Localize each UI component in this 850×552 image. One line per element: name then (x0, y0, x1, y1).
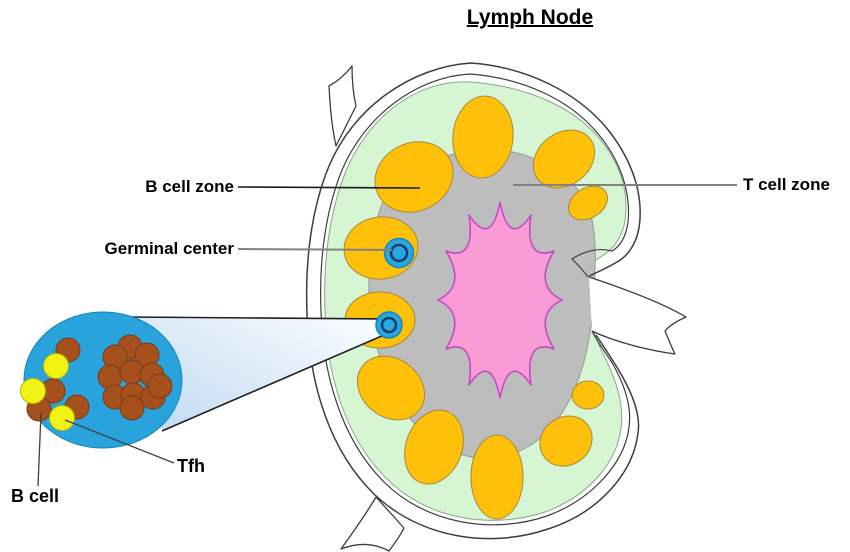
inset-b-cell-cluster (20, 334, 173, 431)
afferent-vessel-icon (328, 65, 357, 147)
follicle (539, 415, 593, 467)
b-cell-dot (119, 395, 145, 421)
efferent-vessel-icon (588, 276, 687, 355)
follicle (567, 185, 609, 221)
label-b-cell: B cell (11, 486, 60, 506)
label-line-b-cell (37, 412, 42, 487)
b-cell-dot (147, 373, 173, 399)
medulla-region (437, 201, 563, 399)
tfh-cell-dot-labeled (49, 405, 75, 431)
tfh-cell-dot (43, 353, 69, 379)
capsule-inner-outline (320, 73, 631, 526)
germinal-center-lower (375, 311, 403, 339)
germinal-center-upper-ring (389, 243, 409, 263)
capsule-outer-outline (305, 62, 641, 540)
label-tfh: Tfh (177, 456, 205, 476)
follicle (532, 129, 596, 189)
label-germinal-center: Germinal center (104, 239, 234, 258)
germinal-center-lower-ring (380, 316, 398, 334)
follicle (470, 434, 524, 520)
bottom-vessel-icon (340, 496, 405, 552)
diagram-title: Lymph Node (466, 6, 594, 29)
follicle (404, 409, 464, 485)
follicle (452, 95, 514, 179)
label-line-germinal-center (237, 248, 393, 251)
follicle (374, 141, 454, 213)
follicle (571, 380, 605, 410)
follicle (356, 355, 426, 421)
germinal-center-upper (383, 237, 415, 269)
label-t-cell-zone: T cell zone (743, 175, 830, 194)
label-b-cell-zone: B cell zone (145, 177, 234, 196)
label-line-b-cell-zone (237, 186, 421, 189)
label-line-tfh (64, 419, 175, 464)
tfh-cell-dot (20, 378, 46, 404)
